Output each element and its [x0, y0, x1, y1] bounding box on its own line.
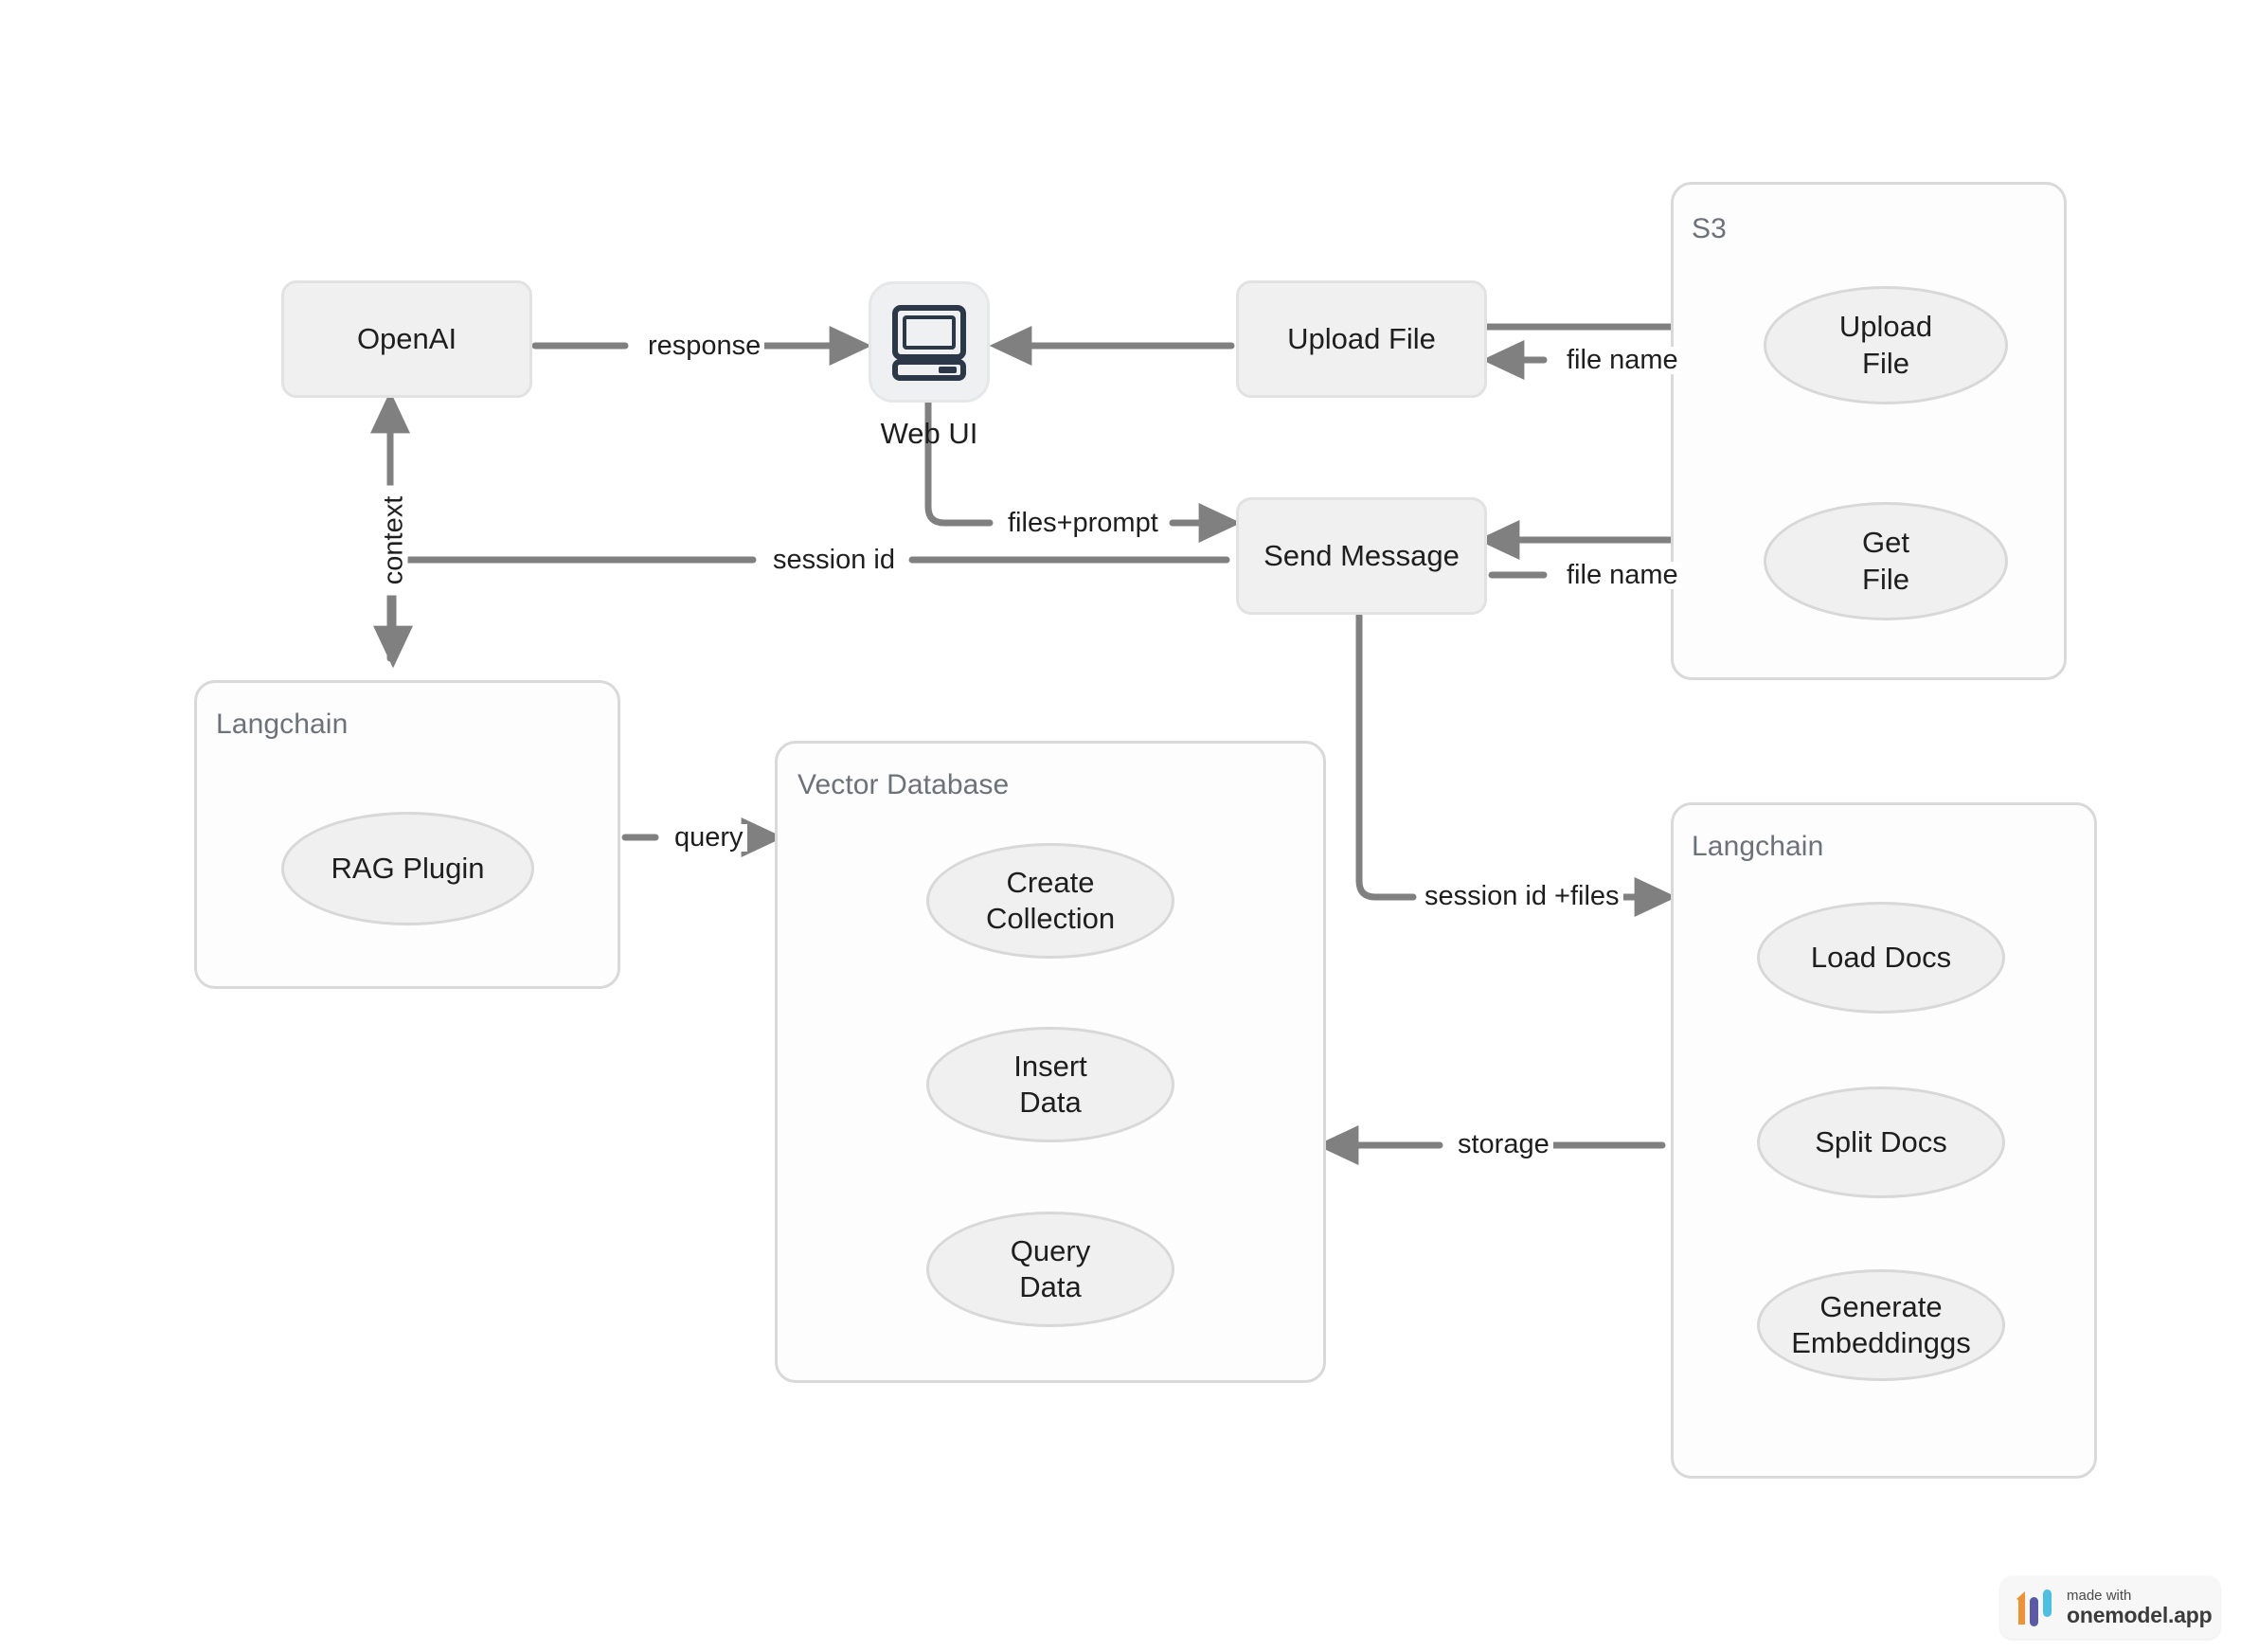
query-data-node[interactable]: Query Data [926, 1212, 1174, 1327]
s3-upload-file-node[interactable]: Upload File [1764, 286, 2008, 404]
create-collection-label: Create Collection [985, 865, 1116, 935]
openai-node[interactable]: OpenAI [281, 280, 532, 398]
split-docs-node[interactable]: Split Docs [1757, 1086, 2005, 1198]
create-collection-node[interactable]: Create Collection [926, 843, 1174, 959]
watermark-made-with: made with [2067, 1588, 2132, 1605]
send-message-node[interactable]: Send Message [1236, 497, 1487, 615]
s3-upload-file-label: Upload File [1838, 310, 1933, 380]
send-message-label: Send Message [1263, 539, 1460, 573]
edge-label-session-id: session id [769, 547, 899, 574]
upload-file-label: Upload File [1287, 322, 1436, 356]
generate-embeddings-label: Generate Embeddinggs [1791, 1289, 1971, 1359]
insert-data-label: Insert Data [1013, 1049, 1087, 1119]
group-vector-database-title: Vector Database [797, 769, 1010, 800]
insert-data-node[interactable]: Insert Data [926, 1027, 1174, 1142]
query-data-label: Query Data [1010, 1233, 1091, 1303]
rag-plugin-node[interactable]: RAG Plugin [281, 812, 534, 925]
edge-label-query: query [671, 824, 747, 852]
edge-label-file-name-get: file name [1563, 562, 1682, 589]
edge-label-files-prompt: files+prompt [1004, 510, 1162, 537]
s3-get-file-node[interactable]: Get File [1764, 502, 2008, 620]
group-langchain-ingest-title: Langchain [1692, 831, 1824, 862]
edge-label-response: response [644, 332, 765, 360]
load-docs-label: Load Docs [1810, 940, 1952, 974]
onemodel-logo-icon [2014, 1589, 2055, 1626]
upload-file-node[interactable]: Upload File [1236, 280, 1487, 398]
edge-label-file-name-upload: file name [1563, 347, 1682, 374]
watermark-badge[interactable]: made with onemodel.app [2000, 1576, 2220, 1639]
generate-embeddings-node[interactable]: Generate Embeddinggs [1757, 1269, 2005, 1381]
web-ui-node[interactable] [869, 281, 990, 403]
watermark-brand: onemodel.app [2067, 1602, 2213, 1627]
edge-label-context: context [379, 485, 409, 596]
s3-get-file-label: Get File [1862, 526, 1909, 596]
web-ui-caption: Web UI [880, 417, 978, 450]
rag-plugin-label: RAG Plugin [331, 851, 485, 885]
load-docs-node[interactable]: Load Docs [1757, 902, 2005, 1014]
openai-label: OpenAI [356, 322, 457, 356]
edge-label-storage: storage [1454, 1131, 1553, 1158]
group-s3-title: S3 [1692, 213, 1727, 244]
computer-icon [889, 302, 969, 382]
group-langchain-rag-title: Langchain [216, 709, 349, 740]
split-docs-label: Split Docs [1815, 1124, 1947, 1158]
edge-label-session-id-files: session id +files [1421, 883, 1623, 910]
